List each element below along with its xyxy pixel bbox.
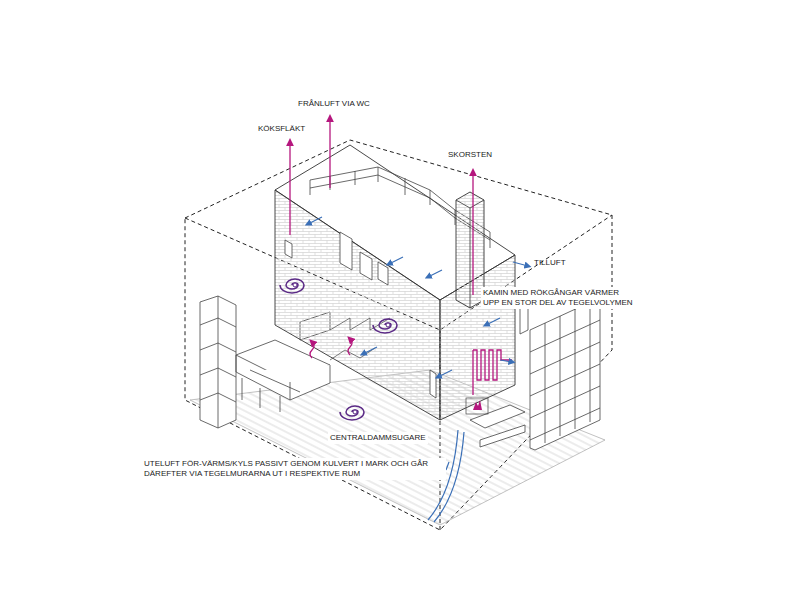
- annotation-label: FRÅNLUFT VIA WC: [298, 99, 370, 109]
- annotation-label: UTELUFT FÖR-VÄRMS/KYLS PASSIVT GENOM KUL…: [142, 458, 446, 480]
- annotation-label: TILLUFT: [534, 258, 566, 268]
- annotation-label: CENTRALDAMMSUGARE: [328, 432, 428, 444]
- annotation-label: KÖKSFLÄKT: [258, 124, 305, 134]
- annotation-label: SKORSTEN: [448, 150, 492, 160]
- annotation-label: KAMIN MED RÖKGÅNGAR VÄRMER UPP EN STOR D…: [481, 287, 635, 309]
